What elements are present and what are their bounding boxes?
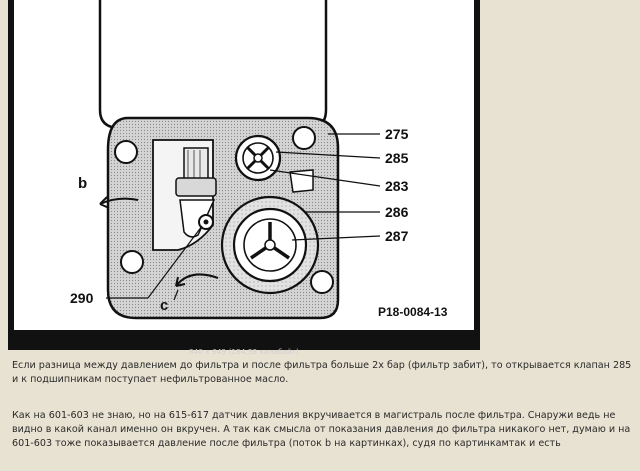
post-paragraph: Как на 601-603 не знаю, но на 615-617 да… [12,410,631,449]
filter-housing [98,0,328,130]
image-size-caption[interactable]: 840 x 649 (184.38 килобайт) [189,348,299,356]
callout-286: 286 [385,204,409,220]
bolt-hole [114,140,138,164]
callout-b: b [78,175,87,192]
page-gutter [0,0,8,471]
diagram-image[interactable]: 275 285 283 286 287 290 b c P18-0084-13 … [8,0,480,356]
bolt-hole [120,250,144,274]
bolt-hole [292,126,316,150]
post-paragraph: Если разница между давлением до фильтра … [12,360,632,385]
callout-c: c [160,297,168,314]
callout-287: 287 [385,228,409,244]
figure-reference: P18-0084-13 [378,305,448,319]
flow-arrow-c [175,273,219,287]
callout-285: 285 [385,150,409,166]
callout-283: 283 [385,178,409,194]
callout-275: 275 [385,126,409,142]
flow-arrow-b [99,197,139,205]
callout-290: 290 [70,290,94,306]
oil-filter-diagram: 275 285 283 286 287 290 b c P18-0084-13 [14,0,474,330]
bolt-hole [310,270,334,294]
